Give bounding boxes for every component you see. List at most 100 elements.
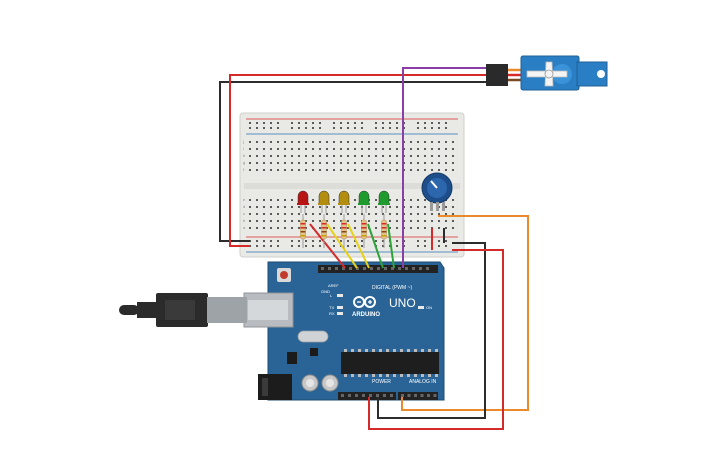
grid-hole[interactable] — [452, 162, 454, 164]
grid-hole[interactable] — [319, 227, 321, 229]
grid-hole[interactable] — [333, 162, 335, 164]
grid-hole[interactable] — [361, 148, 363, 150]
grid-hole[interactable] — [354, 169, 356, 171]
grid-hole[interactable] — [347, 141, 349, 143]
rail-hole[interactable] — [417, 245, 419, 247]
digital-pin[interactable] — [363, 267, 366, 270]
grid-hole[interactable] — [410, 220, 412, 222]
grid-hole[interactable] — [375, 169, 377, 171]
grid-hole[interactable] — [340, 155, 342, 157]
grid-hole[interactable] — [333, 155, 335, 157]
rail-hole[interactable] — [438, 122, 440, 124]
grid-hole[interactable] — [263, 206, 265, 208]
grid-hole[interactable] — [375, 220, 377, 222]
grid-hole[interactable] — [312, 155, 314, 157]
grid-hole[interactable] — [284, 227, 286, 229]
power-pin[interactable] — [390, 394, 393, 397]
digital-pin[interactable] — [391, 267, 394, 270]
grid-hole[interactable] — [256, 206, 258, 208]
grid-hole[interactable] — [291, 213, 293, 215]
grid-hole[interactable] — [347, 213, 349, 215]
grid-hole[interactable] — [354, 199, 356, 201]
grid-hole[interactable] — [410, 199, 412, 201]
rail-hole[interactable] — [438, 240, 440, 242]
grid-hole[interactable] — [284, 148, 286, 150]
digital-pin[interactable] — [342, 267, 345, 270]
grid-hole[interactable] — [333, 213, 335, 215]
grid-hole[interactable] — [256, 141, 258, 143]
wire-yellow-led-1[interactable] — [326, 223, 358, 269]
rail-hole[interactable] — [305, 240, 307, 242]
rail-hole[interactable] — [270, 127, 272, 129]
grid-hole[interactable] — [375, 141, 377, 143]
grid-hole[interactable] — [249, 169, 251, 171]
rail-hole[interactable] — [396, 245, 398, 247]
rail-hole[interactable] — [431, 122, 433, 124]
rail-hole[interactable] — [291, 245, 293, 247]
wire-orange-pot-a0[interactable] — [401, 215, 529, 411]
grid-hole[interactable] — [361, 141, 363, 143]
analog-pin[interactable] — [414, 394, 417, 397]
grid-hole[interactable] — [284, 213, 286, 215]
grid-hole[interactable] — [361, 162, 363, 164]
grid-hole[interactable] — [312, 141, 314, 143]
servo-motor[interactable] — [486, 55, 608, 91]
grid-hole[interactable] — [284, 206, 286, 208]
grid-hole[interactable] — [256, 162, 258, 164]
power-pin[interactable] — [369, 394, 372, 397]
grid-hole[interactable] — [389, 227, 391, 229]
grid-hole[interactable] — [291, 199, 293, 201]
grid-hole[interactable] — [452, 213, 454, 215]
rail-hole[interactable] — [375, 240, 377, 242]
rail-hole[interactable] — [347, 122, 349, 124]
grid-hole[interactable] — [284, 220, 286, 222]
grid-hole[interactable] — [368, 213, 370, 215]
grid-hole[interactable] — [417, 148, 419, 150]
grid-hole[interactable] — [291, 162, 293, 164]
rail-hole[interactable] — [256, 240, 258, 242]
wire-black-servo-gnd[interactable] — [219, 81, 492, 242]
grid-hole[interactable] — [277, 155, 279, 157]
rail-hole[interactable] — [445, 127, 447, 129]
analog-pin[interactable] — [427, 394, 430, 397]
led-green-2[interactable] — [378, 190, 390, 213]
wire-black-board-gnd[interactable] — [377, 242, 486, 419]
grid-hole[interactable] — [354, 155, 356, 157]
grid-hole[interactable] — [305, 162, 307, 164]
grid-hole[interactable] — [396, 148, 398, 150]
grid-hole[interactable] — [424, 220, 426, 222]
wire-red-board-5v[interactable] — [368, 249, 504, 430]
grid-hole[interactable] — [445, 169, 447, 171]
grid-hole[interactable] — [368, 141, 370, 143]
grid-hole[interactable] — [305, 227, 307, 229]
rail-hole[interactable] — [277, 122, 279, 124]
grid-hole[interactable] — [340, 227, 342, 229]
led-yellow-2[interactable] — [338, 190, 350, 213]
rail-hole[interactable] — [277, 240, 279, 242]
grid-hole[interactable] — [277, 220, 279, 222]
grid-hole[interactable] — [382, 148, 384, 150]
grid-hole[interactable] — [438, 141, 440, 143]
resistor-2[interactable] — [321, 219, 327, 240]
grid-hole[interactable] — [256, 148, 258, 150]
grid-hole[interactable] — [256, 199, 258, 201]
rail-hole[interactable] — [361, 240, 363, 242]
grid-hole[interactable] — [396, 220, 398, 222]
grid-hole[interactable] — [382, 141, 384, 143]
grid-hole[interactable] — [249, 220, 251, 222]
grid-hole[interactable] — [452, 227, 454, 229]
grid-hole[interactable] — [347, 227, 349, 229]
grid-hole[interactable] — [417, 141, 419, 143]
grid-hole[interactable] — [263, 227, 265, 229]
grid-hole[interactable] — [312, 148, 314, 150]
wire-red-servo-power[interactable] — [229, 74, 492, 247]
grid-hole[interactable] — [340, 169, 342, 171]
grid-hole[interactable] — [270, 155, 272, 157]
grid-hole[interactable] — [305, 206, 307, 208]
grid-hole[interactable] — [438, 148, 440, 150]
grid-hole[interactable] — [249, 227, 251, 229]
analog-pin[interactable] — [401, 394, 404, 397]
rail-hole[interactable] — [305, 127, 307, 129]
